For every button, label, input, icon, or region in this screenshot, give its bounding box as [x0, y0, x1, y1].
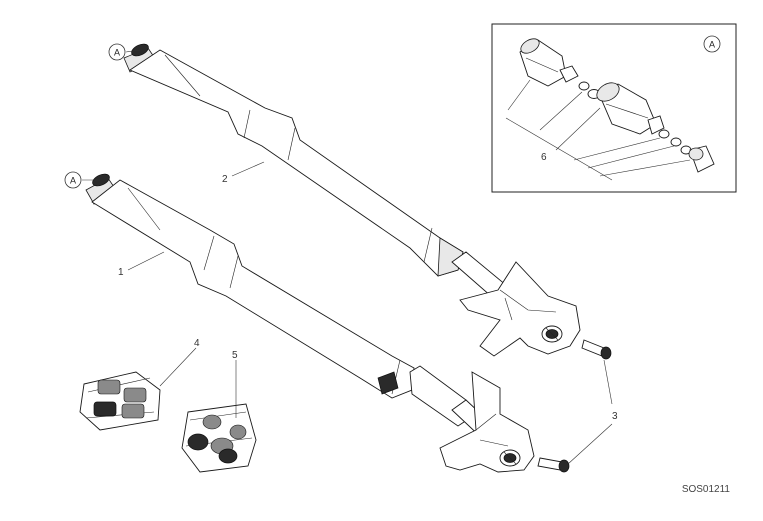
detail-valve-body: [596, 82, 665, 135]
part-label-1: 1: [118, 267, 124, 278]
leader-3a: [603, 359, 613, 405]
svg-text:A: A: [70, 176, 76, 186]
parts-kit-5: [181, 403, 257, 473]
clamp-bolt-lower: [537, 457, 570, 473]
detail-marker-a-box: A: [703, 35, 721, 53]
detail-bushing: [688, 145, 715, 173]
parts-kit-4: [79, 371, 161, 431]
part-label-4: 4: [194, 338, 200, 349]
leader-2: [231, 161, 265, 177]
clamp-bolt-upper: [581, 339, 612, 360]
detail-cap-assembly: [519, 38, 579, 87]
detail-marker-a-top: A: [108, 43, 126, 61]
part-label-6: 6: [541, 152, 547, 163]
fork-leg-2: [123, 43, 581, 357]
part-label-5: 5: [232, 350, 238, 361]
leader-1: [127, 251, 165, 271]
detail-marker-a-bottom: A: [64, 171, 82, 189]
part-label-2: 2: [222, 174, 228, 185]
svg-text:A: A: [709, 40, 715, 50]
svg-text:A: A: [114, 48, 120, 58]
leader-3b: [567, 423, 613, 465]
leader-4: [159, 347, 197, 387]
part-label-3: 3: [612, 411, 618, 422]
detail-a-box: [491, 23, 737, 193]
fork-leg-1: [85, 173, 535, 473]
leader-a-top: [125, 49, 141, 53]
drawing-code: SOS01211: [682, 484, 731, 495]
